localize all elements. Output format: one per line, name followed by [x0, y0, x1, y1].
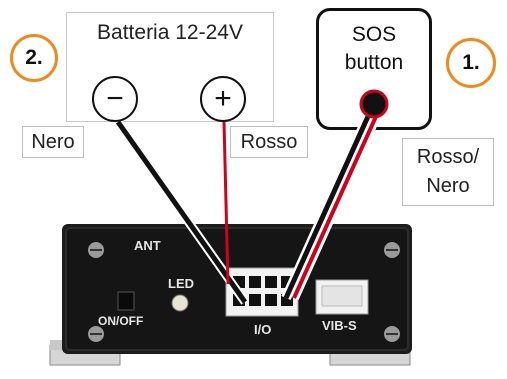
sos-red-wire [292, 111, 380, 299]
ant-label: ANT [134, 238, 161, 253]
io-label: I/O [254, 322, 272, 337]
led-light [171, 294, 189, 312]
sos-button-box: SOS button [316, 8, 432, 130]
vib-s-label: VIB-S [322, 318, 357, 333]
device-screws [88, 242, 400, 342]
battery-title: Batteria 12-24V [97, 21, 243, 44]
led-label: LED [168, 276, 194, 291]
black-wire-label: Nero [22, 126, 84, 158]
step-2-badge: 2. [10, 34, 58, 82]
red-black-line2: Nero [426, 175, 470, 197]
negative-terminal: − [92, 76, 138, 122]
red-black-line1: Rosso/ [416, 146, 480, 168]
positive-terminal: + [200, 76, 246, 122]
red-wire-label: Rosso [230, 126, 308, 158]
power-switch [117, 291, 135, 311]
red-wire [222, 121, 230, 285]
sos-label: SOS [351, 23, 397, 46]
step-1-badge: 1. [446, 38, 496, 88]
vib-connector [315, 279, 369, 315]
sos-red-dot [359, 89, 389, 119]
on-off-label: ON/OFF [98, 314, 144, 328]
sos-label-button: button [344, 51, 404, 74]
red-black-wire-label: Rosso/ Nero [402, 138, 494, 206]
